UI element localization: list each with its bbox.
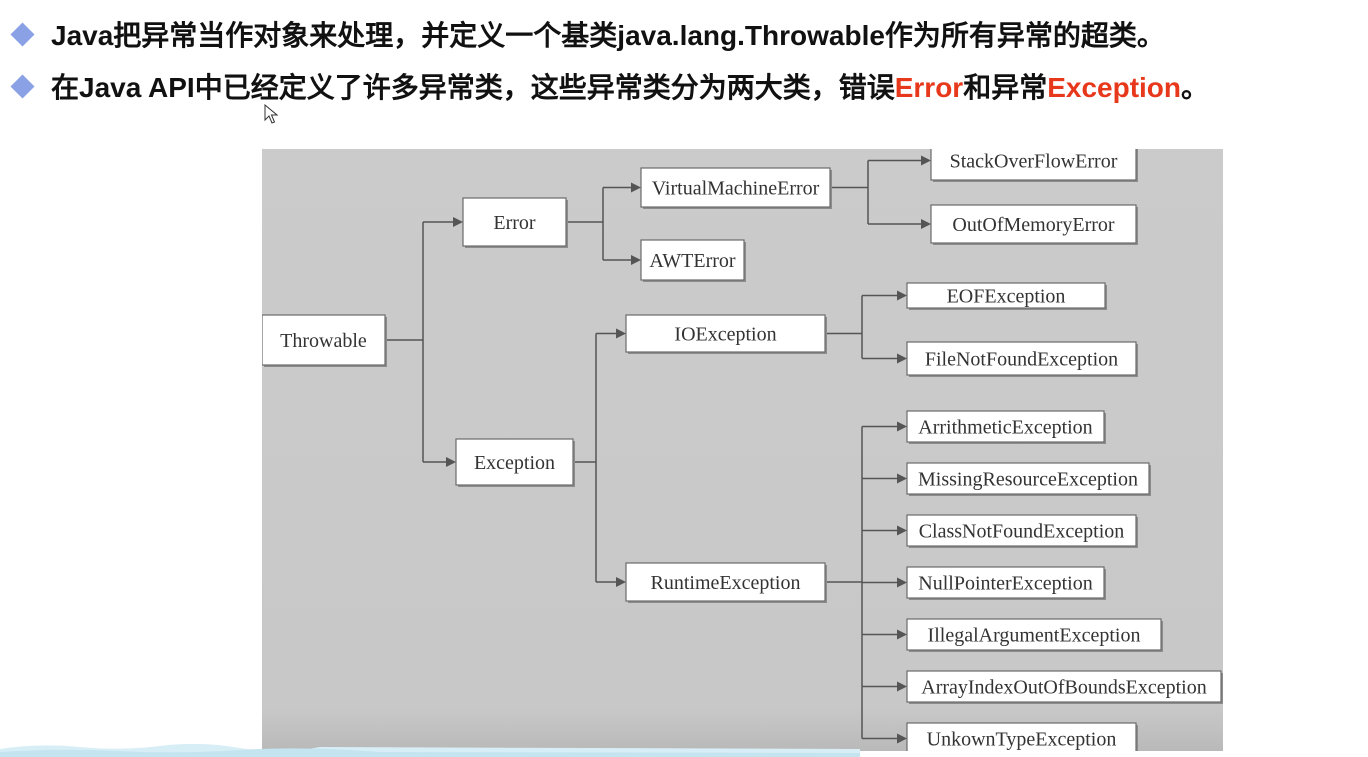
highlight-term: Error — [894, 72, 964, 103]
node-label: RuntimeException — [651, 572, 801, 594]
node-box — [906, 670, 1222, 703]
arrowhead-icon — [921, 155, 931, 166]
node-label: FileNotFoundException — [925, 349, 1118, 371]
node-fnf: FileNotFoundException — [906, 341, 1138, 377]
node-box — [906, 566, 1105, 599]
bullet-item-2: 在Java API中已经定义了许多异常类，这些异常类分为两大类，错误Error和… — [8, 64, 1209, 108]
node-label: VirtualMachineError — [652, 178, 820, 200]
node-box — [906, 462, 1150, 495]
arrowhead-icon — [616, 328, 626, 339]
diamond-icon — [10, 21, 35, 47]
node-box — [930, 204, 1137, 244]
node-label: UnkownTypeException — [927, 729, 1117, 751]
node-vme: VirtualMachineError — [640, 167, 832, 209]
node-label: ClassNotFoundException — [919, 521, 1125, 543]
node-throwable: Throwable — [262, 314, 387, 367]
node-box — [906, 282, 1106, 309]
node-label: EOFException — [947, 286, 1066, 308]
node-label: IllegalArgumentException — [928, 625, 1141, 647]
edge-group-io — [825, 290, 907, 364]
arrowhead-icon — [897, 353, 907, 364]
node-box — [262, 314, 386, 366]
node-cnf: ClassNotFoundException — [906, 514, 1138, 548]
node-ute: UnkownTypeException — [906, 722, 1138, 751]
node-so: StackOverFlowError — [930, 149, 1138, 182]
arrowhead-icon — [921, 219, 931, 229]
node-npe: NullPointerException — [906, 566, 1106, 600]
bullet-text-1: Java把异常当作对象来处理，并定义一个基类java.lang.Throwabl… — [51, 14, 1165, 54]
node-box — [625, 562, 826, 602]
arrowhead-icon — [897, 473, 907, 484]
node-box — [462, 197, 567, 247]
cursor-icon — [264, 104, 278, 124]
bullet-item-1: Java把异常当作对象来处理，并定义一个基类java.lang.Throwabl… — [8, 12, 1165, 56]
node-box — [625, 314, 826, 353]
node-iae: IllegalArgumentException — [906, 618, 1163, 652]
node-box — [640, 167, 831, 208]
arrowhead-icon — [897, 525, 907, 536]
edge-group-exception — [573, 328, 626, 587]
edge-group-vme — [830, 155, 931, 229]
node-aioobe: ArrayIndexOutOfBoundsException — [906, 670, 1223, 704]
diamond-icon — [10, 73, 35, 99]
arrowhead-icon — [897, 421, 907, 432]
node-box — [906, 514, 1137, 547]
node-box — [906, 410, 1105, 443]
node-box — [640, 239, 745, 281]
node-label: NullPointerException — [918, 573, 1092, 595]
arrowhead-icon — [897, 629, 907, 640]
node-label: Exception — [474, 452, 555, 474]
node-label: OutOfMemoryError — [952, 214, 1115, 236]
node-mre: MissingResourceException — [906, 462, 1151, 496]
arrowhead-icon — [631, 182, 641, 193]
arrowhead-icon — [453, 217, 463, 227]
arrowhead-icon — [631, 255, 641, 265]
bullet-segment: 在Java API中已经定义了许多异常类，这些异常类分为两大类，错误 — [51, 72, 895, 103]
node-error: Error — [462, 197, 568, 248]
arrowhead-icon — [446, 457, 456, 467]
node-box — [906, 341, 1137, 376]
node-box — [906, 722, 1137, 751]
arrowhead-icon — [616, 577, 626, 587]
node-label: ArrayIndexOutOfBoundsException — [921, 677, 1207, 699]
node-label: IOException — [674, 324, 776, 346]
node-box — [930, 149, 1137, 181]
node-box — [906, 618, 1162, 651]
bullet-segment: 和异常 — [963, 72, 1048, 103]
edge-group-error — [566, 182, 641, 265]
arrowhead-icon — [897, 681, 907, 692]
footer-wave-decoration — [0, 743, 860, 757]
bullet-segment: 。 — [1181, 72, 1210, 103]
node-label: Error — [493, 212, 536, 234]
node-oom: OutOfMemoryError — [930, 204, 1138, 245]
node-label: MissingResourceException — [918, 469, 1138, 491]
arrowhead-icon — [897, 733, 907, 744]
node-awt: AWTError — [640, 239, 746, 282]
node-box — [455, 438, 574, 486]
highlight-term: Exception — [1047, 72, 1182, 103]
node-label: AWTError — [649, 250, 735, 272]
node-arith: ArrithmeticException — [906, 410, 1106, 444]
node-label: StackOverFlowError — [950, 151, 1118, 173]
node-io: IOException — [625, 314, 827, 354]
bullet-text-2: 在Java API中已经定义了许多异常类，这些异常类分为两大类，错误Error和… — [51, 66, 1209, 106]
edge-group-rt — [825, 421, 907, 744]
node-exception: Exception — [455, 438, 575, 487]
arrowhead-icon — [897, 290, 907, 301]
edge-group-throwable — [385, 217, 463, 467]
arrowhead-icon — [897, 577, 907, 588]
node-label: Throwable — [280, 330, 367, 352]
node-label: ArrithmeticException — [918, 417, 1092, 439]
bullet-segment: Java把异常当作对象来处理，并定义一个基类java.lang.Throwabl… — [51, 20, 1165, 51]
node-eof: EOFException — [906, 282, 1107, 310]
node-rt: RuntimeException — [625, 562, 827, 603]
